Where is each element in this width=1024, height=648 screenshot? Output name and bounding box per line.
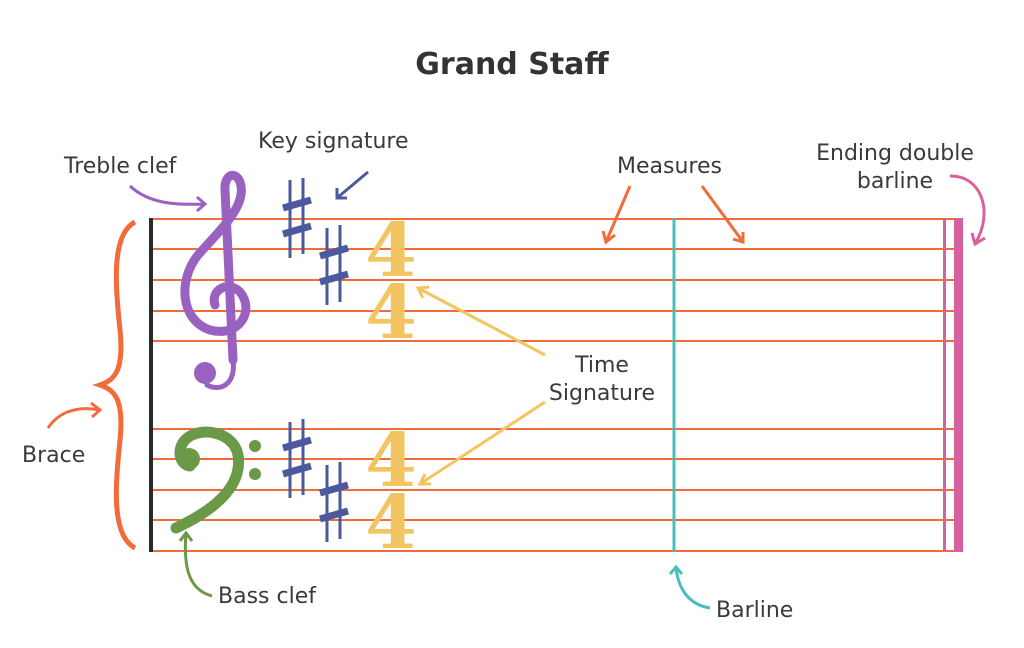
arrow-ending-barline — [949, 174, 986, 247]
arrow-time-2 — [417, 400, 546, 486]
label-key-signature: Key signature — [258, 129, 409, 154]
treble-staff — [150, 218, 962, 342]
time-bottom-bass: 4 — [365, 480, 417, 566]
label-treble-clef: Treble clef — [63, 154, 178, 179]
arrow-bass-clef — [178, 530, 213, 598]
bass-clef-icon — [170, 426, 261, 534]
arrow-brace — [46, 401, 103, 429]
label-time-1: Time — [574, 353, 629, 378]
time-bottom-treble: 4 — [365, 270, 417, 356]
ending-double-barline — [943, 218, 963, 552]
sharp-icon — [282, 178, 312, 258]
label-ending-2: barline — [857, 169, 933, 194]
label-time-2: Signature — [549, 381, 655, 406]
time-top-treble: 4 — [365, 208, 417, 294]
label-bass-clef: Bass clef — [218, 584, 317, 609]
arrow-key-signature — [335, 170, 369, 200]
label-barline: Barline — [716, 598, 793, 623]
treble-clef-icon — [180, 170, 251, 391]
key-signature-sharps — [282, 178, 349, 542]
brace — [92, 219, 137, 551]
label-measures: Measures — [617, 154, 722, 179]
sharp-icon — [282, 419, 312, 498]
diagram-title: Grand Staff — [415, 47, 609, 82]
label-ending-1: Ending double — [816, 141, 974, 166]
sharp-icon — [319, 225, 349, 305]
arrow-measures-2 — [700, 185, 745, 245]
time-signature: 4 4 4 4 — [365, 208, 417, 566]
bass-staff — [150, 428, 962, 552]
arrow-measures-1 — [601, 185, 632, 245]
arrow-time-1 — [415, 285, 546, 357]
label-brace: Brace — [22, 443, 85, 468]
arrow-barline — [668, 564, 711, 610]
sharp-icon — [319, 462, 349, 542]
arrow-treble-clef — [128, 184, 208, 213]
time-top-bass: 4 — [365, 418, 417, 504]
